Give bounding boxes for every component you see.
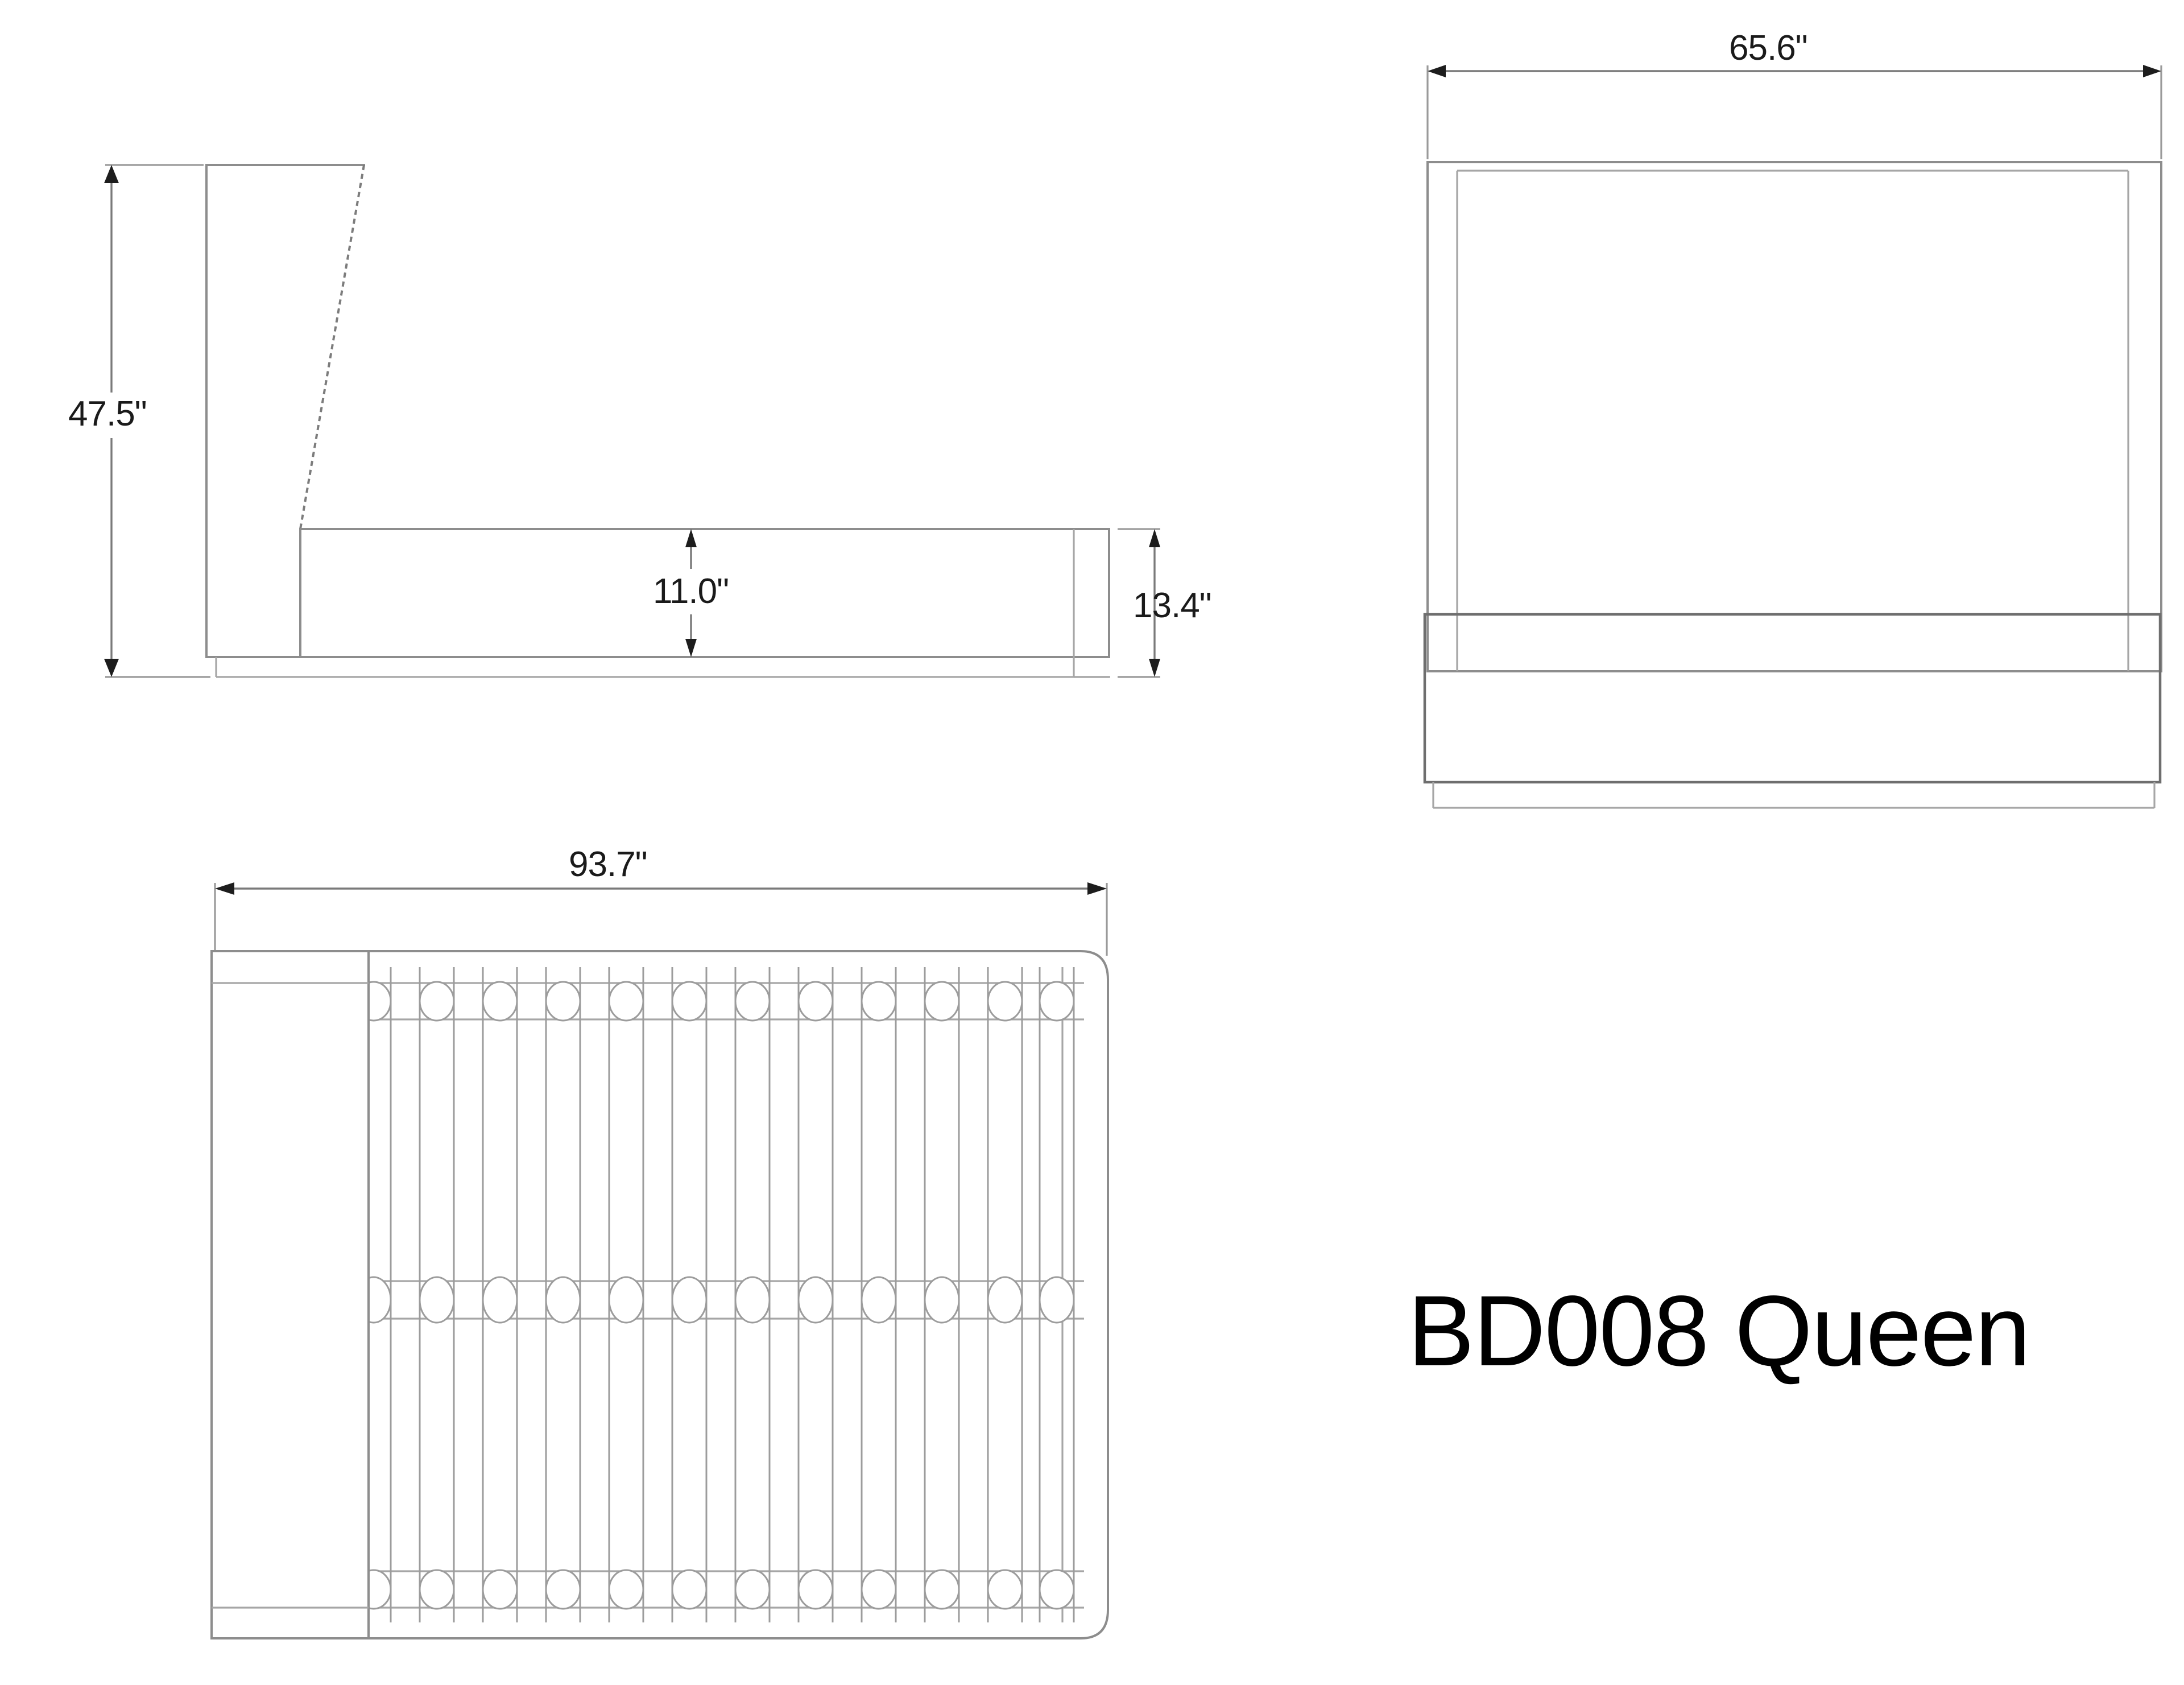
arrow-head-top <box>685 529 697 547</box>
dim-text-backing <box>648 569 771 614</box>
plan-slat <box>482 967 518 1622</box>
arrow-head-top <box>104 165 119 183</box>
plan-slat <box>671 967 708 1622</box>
plan-slat <box>861 967 897 1622</box>
dimension-deck-height: 11.0" <box>648 529 771 657</box>
arrow-head-bottom <box>1149 659 1160 677</box>
plan-view: 93.7" <box>210 845 1109 1639</box>
arrow-head-left <box>215 882 234 895</box>
dim-text-backing <box>63 393 176 438</box>
arrow-head-right <box>2143 65 2161 77</box>
plan-slat <box>1039 967 1075 1622</box>
plan-slat <box>797 967 834 1622</box>
dimension-overall-length: 93.7" <box>214 845 1108 956</box>
plan-headboard-fill <box>213 952 367 1637</box>
side-elevation-view: 47.5" 11.0" 13.4" <box>63 164 1212 678</box>
dim-label-overall-width: 65.6" <box>1729 28 1807 68</box>
arrow-head-top <box>1149 529 1160 547</box>
front-headboard-panel <box>1426 161 2162 672</box>
front-elevation-view: 65.6" <box>1423 28 2162 809</box>
dim-label-rail-height: 13.4" <box>1133 586 1211 625</box>
dimension-rail-height: 13.4" <box>1118 528 1212 678</box>
arrow-head-right <box>1087 882 1107 895</box>
plan-slat <box>987 967 1023 1622</box>
arrow-head-bottom <box>104 659 119 677</box>
plan-slat <box>545 967 581 1622</box>
plan-slat <box>734 967 771 1622</box>
plan-slat-group <box>292 967 1075 1622</box>
dimension-overall-height: 47.5" <box>63 164 210 678</box>
dimension-overall-width: 65.6" <box>1426 28 2162 159</box>
plan-slat <box>924 967 960 1622</box>
plan-slat <box>608 967 644 1622</box>
model-label: BD008 Queen <box>1408 1275 2029 1387</box>
plan-outer-frame <box>210 950 1109 1639</box>
arrow-head-left <box>1428 65 1446 77</box>
arrow-head-bottom <box>685 639 697 657</box>
dim-label-overall-length: 93.7" <box>569 845 647 884</box>
headboard-front-face-angled <box>299 164 365 530</box>
dim-label-deck-height: 11.0" <box>653 572 729 611</box>
plan-slat <box>419 967 455 1622</box>
dim-label-overall-height: 47.5" <box>68 394 147 433</box>
front-base-band <box>1423 613 2162 784</box>
plan-headboard-outline <box>210 950 370 1639</box>
